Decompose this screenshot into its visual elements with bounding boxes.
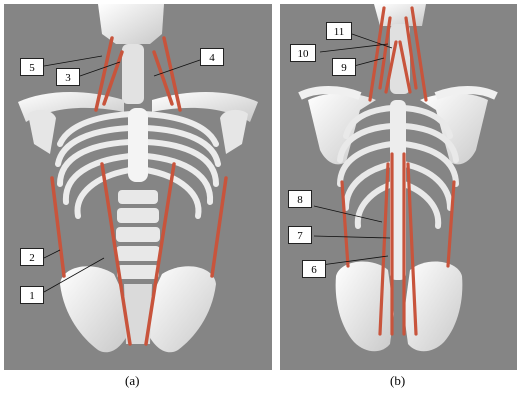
cervical-spine	[122, 44, 144, 104]
right-shoulder	[220, 110, 248, 154]
skull-base	[98, 4, 164, 44]
anterior-view-panel: 1 2 3 4 5	[4, 4, 272, 370]
muscle-11-left	[370, 8, 384, 100]
callout-11: 11	[326, 22, 352, 40]
left-pelvis-posterior	[336, 261, 394, 351]
right-pelvis	[148, 266, 216, 352]
posterior-view-panel: 6 7 8 9 10 11	[280, 4, 517, 370]
muscle-2-right	[212, 178, 226, 276]
callout-9: 9	[332, 58, 356, 76]
muscle-2-left	[52, 178, 64, 276]
callout-2: 2	[20, 248, 44, 266]
callout-10: 10	[290, 44, 316, 62]
anterior-skeleton-illustration	[4, 4, 272, 370]
callout-4: 4	[200, 48, 224, 66]
caption-posterior: (b)	[390, 373, 405, 389]
callout-6: 6	[302, 260, 326, 278]
lumbar-spine	[116, 190, 160, 279]
callout-3: 3	[56, 68, 80, 86]
callout-1: 1	[20, 286, 44, 304]
left-shoulder	[28, 110, 56, 154]
caption-anterior: (a)	[125, 373, 139, 389]
sternum	[128, 108, 148, 182]
callout-7: 7	[288, 226, 312, 244]
callout-8: 8	[288, 190, 312, 208]
left-pelvis	[60, 266, 128, 352]
callout-5: 5	[20, 58, 44, 76]
